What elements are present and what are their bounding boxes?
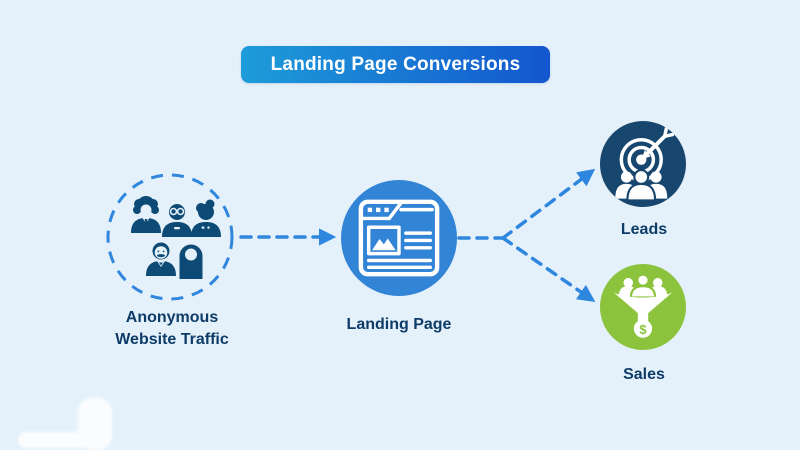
sales-funnel-icon: $: [613, 273, 673, 338]
watermark-shape: [18, 432, 96, 448]
dashed-circle-border: [106, 173, 234, 301]
watermark: [18, 398, 118, 450]
sales-circle: $: [600, 264, 686, 350]
node-leads: [600, 121, 686, 207]
traffic-label-line2: Website Traffic: [115, 331, 229, 348]
browser-window-icon: [358, 199, 440, 277]
svg-text:$: $: [639, 322, 647, 337]
landing-page-label: Landing Page: [346, 316, 452, 333]
leads-label: Leads: [620, 221, 668, 238]
landing-page-circle: [341, 180, 457, 296]
page-title: Landing Page Conversions: [270, 53, 521, 75]
title-banner: Landing Page Conversions: [241, 46, 550, 83]
sales-label: Sales: [623, 366, 665, 383]
traffic-label-line1: Anonymous: [125, 309, 219, 326]
leads-circle: [600, 121, 686, 207]
node-landing-page: [341, 180, 457, 296]
arrow-split-to-sales: [501, 236, 596, 302]
node-anonymous-traffic: [105, 172, 235, 302]
people-group-icon: [106, 173, 234, 301]
traffic-label: Anonymous Website Traffic: [72, 307, 272, 351]
node-sales: $: [600, 264, 686, 350]
target-audience-icon: [615, 126, 675, 202]
arrow-split-to-leads: [501, 168, 596, 240]
